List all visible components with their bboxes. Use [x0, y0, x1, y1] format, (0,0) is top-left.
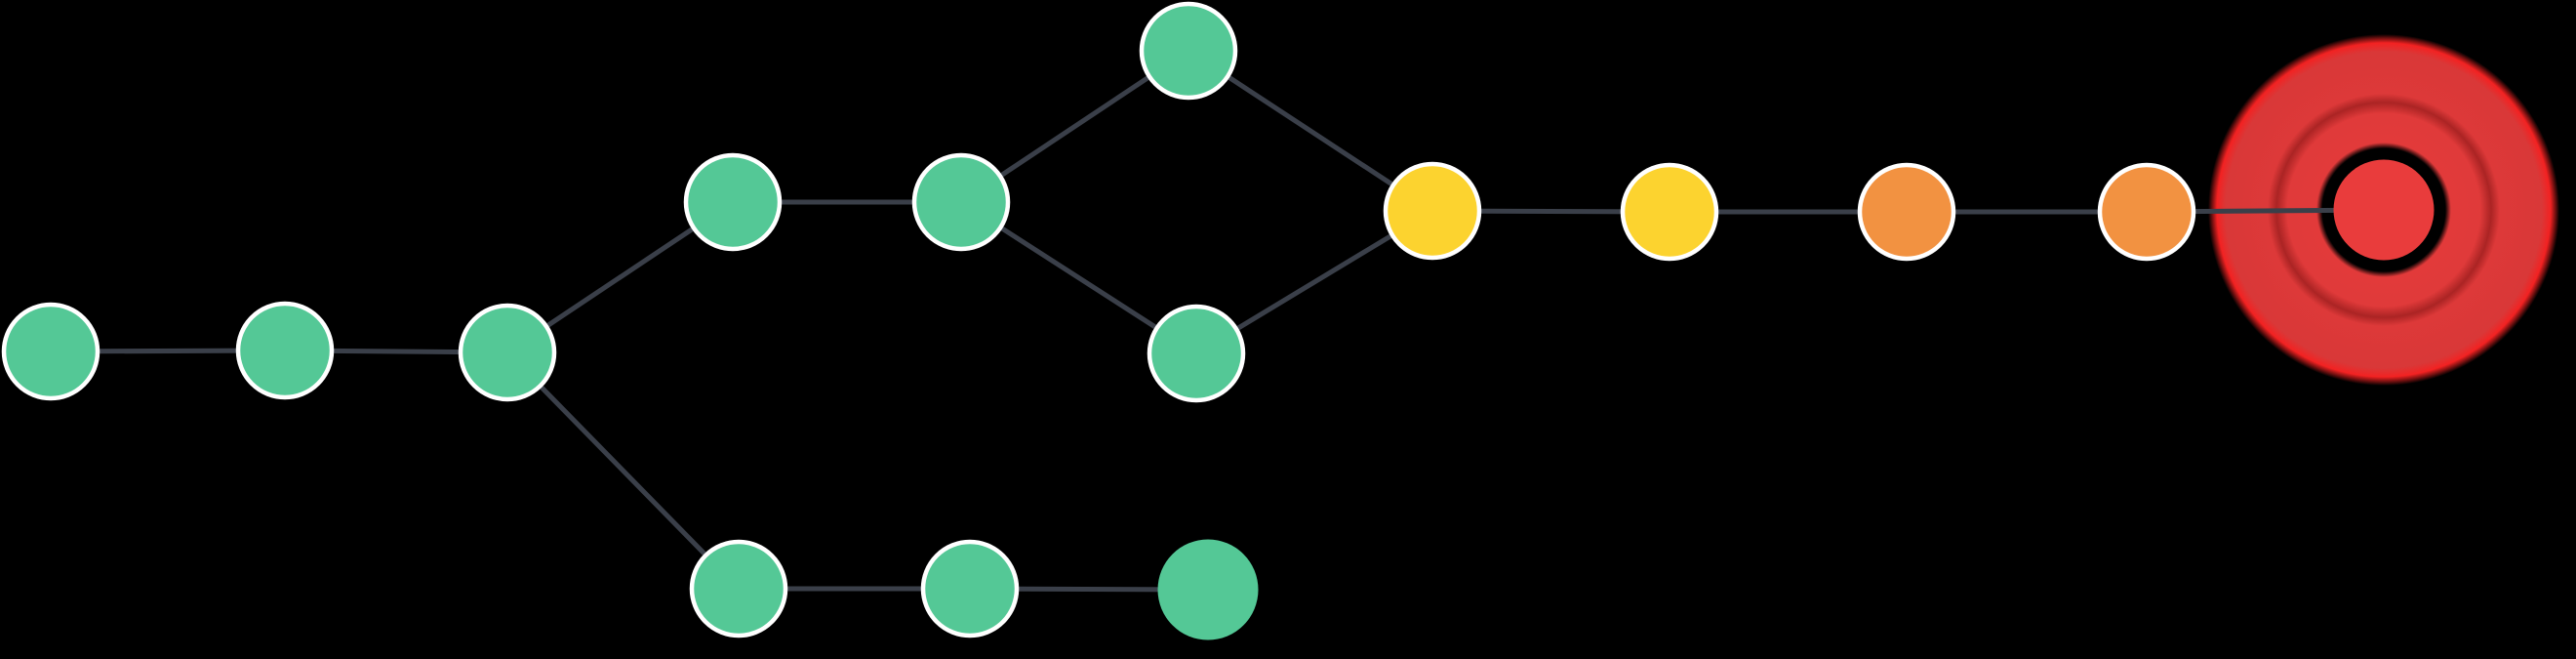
- graph-node-n3[interactable]: [683, 152, 783, 252]
- graph-node-n2[interactable]: [458, 303, 557, 402]
- graph-node-n7[interactable]: [1383, 161, 1482, 261]
- graph-node-n10[interactable]: [2097, 162, 2196, 262]
- graph-node-n6[interactable]: [1147, 304, 1246, 403]
- graph-node-n5[interactable]: [1139, 1, 1238, 101]
- node-layer: [1, 1, 2435, 640]
- graph-node-n11[interactable]: [2333, 159, 2435, 261]
- graph-node-n0[interactable]: [1, 302, 101, 401]
- graph-node-n12[interactable]: [689, 539, 788, 638]
- graph-node-n9[interactable]: [1857, 162, 1956, 262]
- graph-node-n1[interactable]: [235, 301, 335, 400]
- graph-node-n13[interactable]: [920, 539, 1020, 638]
- graph-edge-n2-n12: [505, 350, 741, 591]
- graph-node-n4[interactable]: [911, 152, 1011, 252]
- graph-node-n14[interactable]: [1157, 539, 1259, 640]
- graph-node-n8[interactable]: [1620, 162, 1719, 262]
